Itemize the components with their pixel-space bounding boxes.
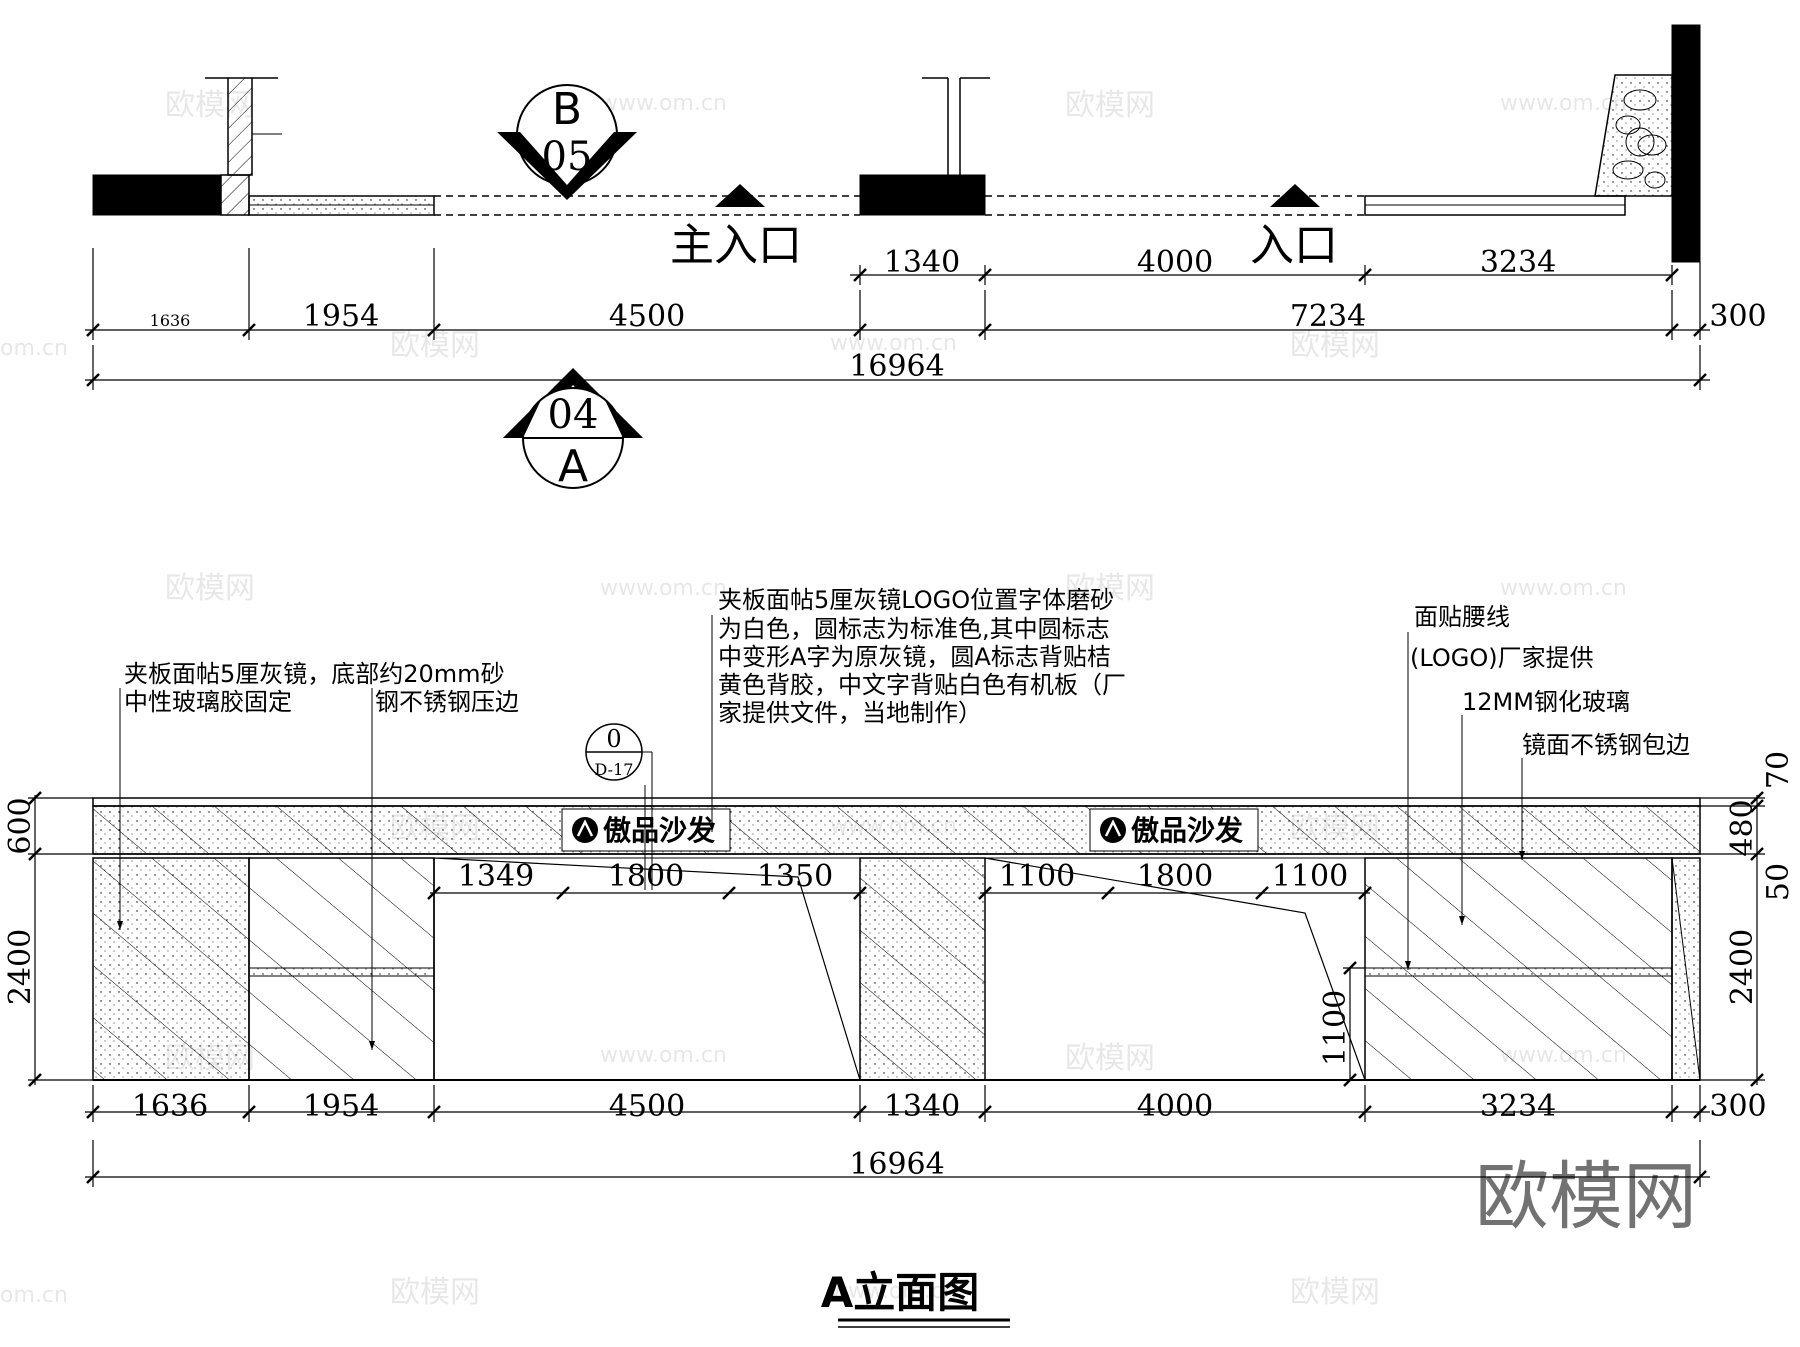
elev-dim: 4000 (1137, 1089, 1213, 1124)
watermark-url: www.om.cn (600, 91, 727, 116)
elev-dim: 1349 (458, 859, 534, 894)
svg-text:A: A (558, 441, 588, 492)
watermark-url: www.om.cn (830, 331, 957, 356)
note-text: 面贴腰线 (1414, 603, 1510, 631)
plan-dim: 4000 (1137, 245, 1213, 280)
watermark-brand: 欧模网 (1065, 571, 1155, 606)
note-text: 12MM钢化玻璃 (1462, 688, 1630, 716)
watermark-brand: 欧模网 (1065, 88, 1155, 123)
entrance-arrow-icon (1270, 184, 1320, 207)
note-text: (LOGO)厂家提供 (1410, 644, 1594, 672)
elev-dim: 4500 (609, 1089, 685, 1124)
brand-logo-right: 傲品沙发 (1089, 808, 1259, 852)
elev-dim: 1800 (1137, 859, 1213, 894)
plan-dim: 1340 (884, 245, 960, 280)
plan-dim: 3234 (1480, 245, 1556, 280)
wall-solid-left (92, 174, 222, 216)
column-hatched (220, 174, 250, 216)
drawing-title: A立面图 (821, 1268, 1010, 1328)
elev-dim: 300 (1709, 1089, 1766, 1124)
watermark-url: om.cn (0, 336, 68, 361)
elev-dim: 1340 (884, 1089, 960, 1124)
watermark-url: www.om.cn (600, 576, 727, 601)
watermark-brand: 欧模网 (1290, 1275, 1380, 1310)
svg-text:04: 04 (548, 392, 599, 438)
note-text: 镜面不锈钢包边 (1522, 731, 1690, 759)
elev-dim-vertical: 2400 (1725, 929, 1760, 1005)
watermark-brand: 欧模网 (390, 1275, 480, 1310)
brand-circle-icon (1100, 817, 1126, 843)
elev-dim-vertical: 600 (3, 797, 38, 854)
elevation-dimensions (28, 791, 1765, 1187)
plan-dim: 1636 (150, 311, 191, 330)
elev-dim-vertical: 50 (1761, 863, 1796, 901)
svg-text:傲品沙发: 傲品沙发 (603, 814, 715, 847)
plan-view (92, 24, 1701, 263)
elev-dim-vertical: 70 (1761, 751, 1796, 789)
note-text: 夹板面帖5厘灰镜，底部约20mm砂 (124, 660, 505, 688)
section-marker-b: B 05 (497, 84, 637, 200)
svg-text:B: B (552, 84, 582, 135)
plan-dim-total: 16964 (849, 349, 944, 384)
elev-dim: 1350 (757, 859, 833, 894)
watermark-brand: 欧模网 (1290, 328, 1380, 363)
wall-solid-middle (859, 174, 986, 216)
plan-dimensions (85, 248, 1710, 390)
brand-circle-icon (572, 817, 598, 843)
note-text: 黄色背胶，中文字背贴白色有机板（厂 (718, 671, 1126, 699)
elev-dim: 1636 (132, 1089, 208, 1124)
elev-dim-total: 16964 (849, 1147, 944, 1182)
watermark-url: www.om.cn (1500, 576, 1627, 601)
note-text: 为白色，圆标志为标准色,其中圆标志 (718, 615, 1110, 643)
watermark-url: www.om.cn (830, 1279, 957, 1304)
annotation-notes: 夹板面帖5厘灰镜，底部约20mm砂 中性玻璃胶固定 钢不锈钢压边 夹板面帖5厘灰… (117, 586, 1690, 1050)
elev-dim-vertical: 1100 (1318, 990, 1353, 1066)
watermark-url: www.om.cn (600, 1043, 727, 1068)
watermark-brand: 欧模网 (1065, 1041, 1155, 1076)
entrance-arrow-icon (715, 184, 765, 207)
plan-dim: 4500 (609, 299, 685, 334)
plan-dim: 7234 (1290, 299, 1366, 334)
note-text: 中变形A字为原灰镜，圆A标志背贴桔 (718, 643, 1111, 671)
note-text: 钢不锈钢压边 (375, 688, 519, 716)
brand-logo-left: 傲品沙发 (561, 808, 731, 852)
svg-text:D-17: D-17 (595, 760, 634, 779)
plan-dim: 1954 (303, 299, 379, 334)
note-text: 家提供文件，当地制作） (718, 699, 982, 727)
page-title: A立面图 (821, 1268, 980, 1317)
watermark-brand: 欧模网 (390, 328, 480, 363)
elevation-view (92, 797, 1701, 1081)
elev-dim: 1100 (1272, 859, 1348, 894)
note-text: 夹板面帖5厘灰镜LOGO位置字体磨砂 (718, 586, 1114, 614)
svg-text:0: 0 (606, 725, 621, 753)
watermark-url: om.cn (0, 1283, 68, 1308)
section-marker-a: 04 A (503, 368, 643, 492)
elev-dim: 1100 (999, 859, 1075, 894)
watermark-brand: 欧模网 (165, 571, 255, 606)
elev-dim-vertical: 2400 (3, 929, 38, 1005)
entrance-main-label: 主入口 (670, 220, 802, 271)
wall-solid-right (1671, 24, 1701, 263)
watermark-url: www.om.cn (1500, 91, 1627, 116)
svg-text:05: 05 (542, 134, 593, 180)
elev-dim: 1954 (303, 1089, 379, 1124)
elev-dim: 1800 (608, 859, 684, 894)
plan-dim: 300 (1709, 299, 1766, 334)
svg-text:傲品沙发: 傲品沙发 (1131, 814, 1243, 847)
entrance-label: 入口 (1250, 220, 1338, 271)
elev-dim: 3234 (1480, 1089, 1556, 1124)
wall-vertical (227, 77, 253, 176)
watermark-large: 欧模网 (1475, 1154, 1697, 1240)
note-text: 中性玻璃胶固定 (124, 688, 292, 716)
detail-marker: 0 D-17 (585, 723, 653, 890)
elev-dim-vertical: 480 (1725, 799, 1760, 856)
